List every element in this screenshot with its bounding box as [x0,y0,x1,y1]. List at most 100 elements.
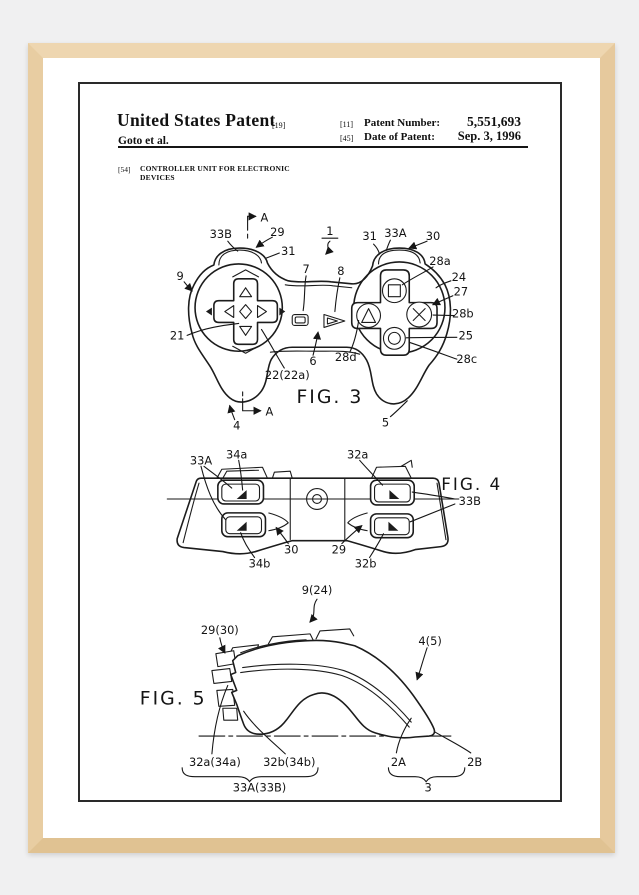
fig3-label-a-bottom: A [265,405,273,419]
leader-28c [408,341,458,360]
section-a-top-arrow [247,212,257,231]
leader-33A [385,239,391,251]
fig4-connector-outer [306,488,328,510]
fig4-right-shoulder-top [371,465,412,479]
section54-tag: [54] [118,165,131,174]
patent-title: United States Patent [117,110,276,130]
fig3-label-28d: 28d [335,350,357,364]
fig3-label-6: 6 [309,354,316,368]
leader-fig4-33A-b [200,465,227,521]
patent-page: United States Patent [19] Goto et al. [1… [78,82,562,802]
l2-triangle-glyph [236,521,247,531]
start-button-inner [326,317,338,325]
fig5-label-3: 3 [424,781,431,795]
leader-22 [260,328,285,369]
dpad-plate [213,278,279,346]
leader-33B [227,240,239,252]
action-button-plate [350,269,438,356]
fig4-left-shoulder-top [216,466,268,479]
dpad-down-arrow [239,325,253,336]
dpad-bottom-marker [232,345,260,354]
fig3-label-28c: 28c [456,352,477,366]
fig3-label-8: 8 [337,264,344,278]
fig4-left-wing [268,512,289,532]
fig3-label-28a: 28a [429,254,450,268]
fig4-connector-inner [312,493,323,505]
fig3-label-9: 9 [177,269,184,283]
fig3-label-4: 4 [233,419,240,433]
leader-fig5-2B [434,731,472,754]
fig5-top-tab-1 [267,633,314,645]
poster-mat: United States Patent [19] Goto et al. [1… [43,58,600,838]
date-bracket: [45] [340,134,354,143]
inventor-name: Goto et al. [118,135,169,147]
dpad-left-marker [205,307,212,316]
fig4-label-32a: 32a [347,447,368,461]
dpad-up-arrow [239,287,253,298]
fig3-label-30: 30 [426,229,441,243]
cross-glyph [412,308,426,322]
fig3-right-shoulder-inner [377,249,421,265]
dpad-center-diamond [239,304,253,320]
fig4-label-33B: 33B [459,494,481,508]
leader-fig4-34a [238,459,244,491]
select-button [291,313,309,326]
fig3-label-28b: 28b [452,307,474,321]
select-button-inner [294,316,306,324]
fig5-group: 9(24) 29(30) 4(5) 32a(34a) 32b(34b) 33A(… [140,583,483,794]
leader-28d [349,319,360,353]
leader-6 [312,331,322,356]
fig4-label-33A: 33A [190,453,212,467]
fig3-label-5: 5 [382,416,389,430]
start-button [323,313,346,328]
leader-fig4-29 [341,524,363,545]
l1-button-inner [221,483,261,502]
circle-button [382,326,406,350]
leader-7 [302,275,307,312]
square-button [381,278,407,304]
l2-button-inner [225,516,263,535]
fig4-right-top-flag [400,459,413,468]
r2-button-inner [374,517,410,536]
leader-29 [255,236,273,248]
fig3-label-21: 21 [170,328,185,342]
leader-fig4-32a [359,459,384,486]
section-a-bottom-arrow [242,398,262,415]
fig3-label-27: 27 [454,285,468,299]
leader-9 [183,281,193,292]
fig5-label-9-24: 9(24) [302,583,333,597]
fig3-label-a-top: A [260,210,268,224]
dpad-left-arrow [224,305,235,319]
fig4-label-34b: 34b [249,556,271,570]
leader-fig4-34b [240,532,256,559]
date-label: Date of Patent: [364,131,435,143]
fig4-label-30: 30 [284,543,299,557]
fig4-caption: FIG. 4 [441,474,502,494]
fig3-left-face-circle [194,263,284,353]
triangle-button [356,303,382,328]
fig5-label-32a34a: 32a(34a) [189,755,241,769]
fig5-shoulder-bump-4 [222,707,239,721]
leader-fig5-32b34b [243,710,286,755]
fig3-group: A 33B 29 31 1 7 8 31 33A 30 9 28a 24 27 [170,210,477,432]
fig3-bridge-bottom-line [269,350,361,355]
fig3-label-31R: 31 [362,229,377,243]
leader-fig4-33A-a [203,465,233,489]
fig3-label-24: 24 [452,270,467,284]
leader-5 [389,400,408,418]
fig3-label-22: 22(22a) [265,368,310,382]
fig3-label-1: 1 [326,224,333,238]
fig3-label-29: 29 [270,225,285,239]
leader-fig4-33B-a [411,491,456,500]
leader-fig4-30 [275,526,289,545]
fig5-seam-line-a [240,668,410,728]
fig5-label-33A33B: 33A(33B) [233,781,286,795]
fig5-label-2A: 2A [391,755,406,769]
leader-24 [435,280,452,289]
leader-4 [227,404,236,421]
triangle-glyph [361,308,377,324]
patent-number-label: Patent Number: [364,117,441,129]
leader-31R [373,243,381,255]
leader-fig4-33B-b [409,503,456,523]
r1-button-inner [373,483,411,503]
